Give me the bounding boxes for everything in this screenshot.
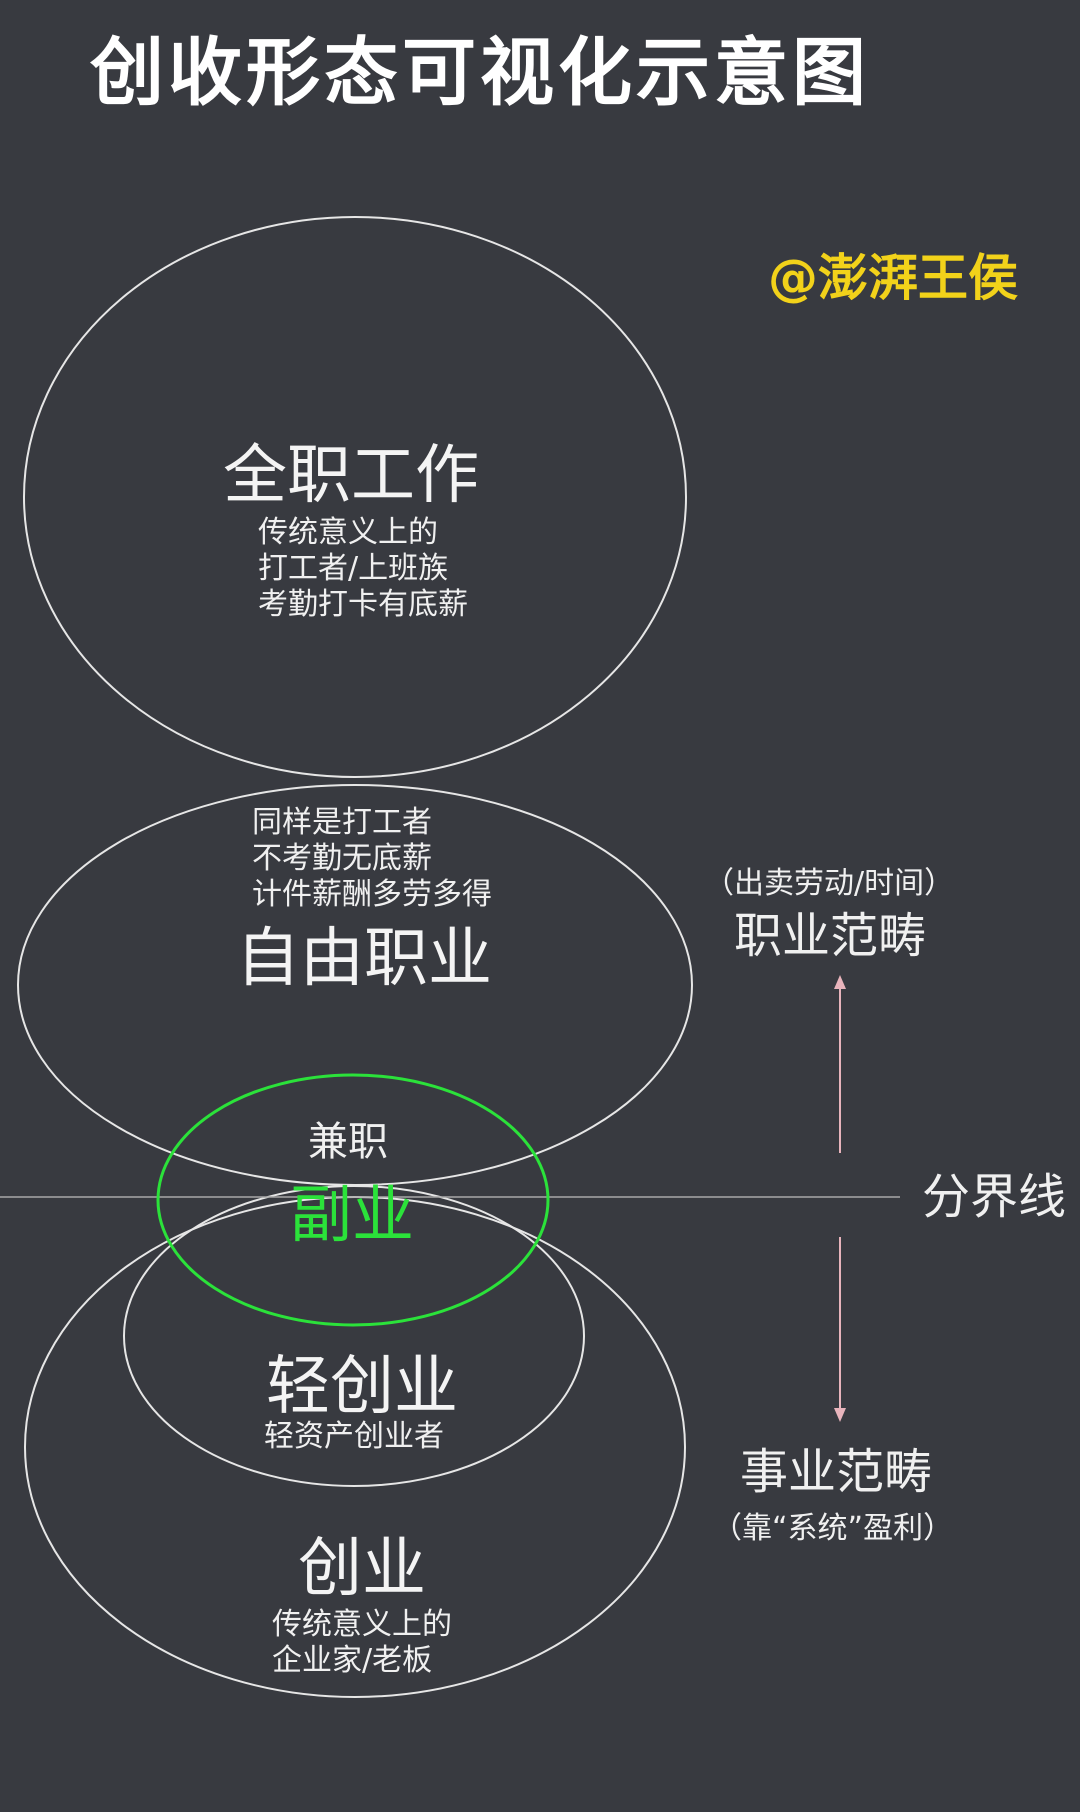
watermark-text: @澎湃王侯 xyxy=(768,249,1018,307)
diagram-title: 创收形态可视化示意图 xyxy=(89,30,870,116)
startup-line-1: 传统意义上的 xyxy=(272,1607,452,1642)
career-scope-title: 职业范畴 xyxy=(734,908,926,964)
side-job-ellipse xyxy=(156,1073,550,1327)
freelance-line-2: 不考勤无底薪 xyxy=(252,841,432,876)
freelance-title: 自由职业 xyxy=(236,922,492,996)
full-time-line-2: 打工者/上班族 xyxy=(258,551,448,586)
business-scope-note: （靠“系统”盈利） xyxy=(712,1511,953,1546)
light-startup-subtitle: 轻资产创业者 xyxy=(264,1419,444,1454)
light-startup-title: 轻创业 xyxy=(266,1350,458,1424)
light-startup-ellipse xyxy=(123,1185,585,1487)
up-arrow-icon xyxy=(834,975,846,1153)
divider-label: 分界线 xyxy=(922,1169,1066,1225)
down-arrow-icon xyxy=(834,1237,846,1422)
full-time-line-3: 考勤打卡有底薪 xyxy=(258,587,468,622)
full-time-ellipse xyxy=(23,216,687,778)
startup-title: 创业 xyxy=(298,1532,426,1606)
career-scope-note: （出卖劳动/时间） xyxy=(704,866,954,901)
side-job-title: 副业 xyxy=(290,1178,414,1251)
full-time-line-1: 传统意义上的 xyxy=(258,515,438,550)
startup-line-2: 企业家/老板 xyxy=(272,1643,432,1678)
freelance-line-3: 计件薪酬多劳多得 xyxy=(252,877,492,912)
freelance-ellipse xyxy=(17,784,693,1186)
freelance-line-1: 同样是打工者 xyxy=(252,805,432,840)
business-scope-title: 事业范畴 xyxy=(740,1444,932,1500)
full-time-title: 全职工作 xyxy=(223,439,479,513)
side-job-label: 兼职 xyxy=(308,1119,388,1165)
